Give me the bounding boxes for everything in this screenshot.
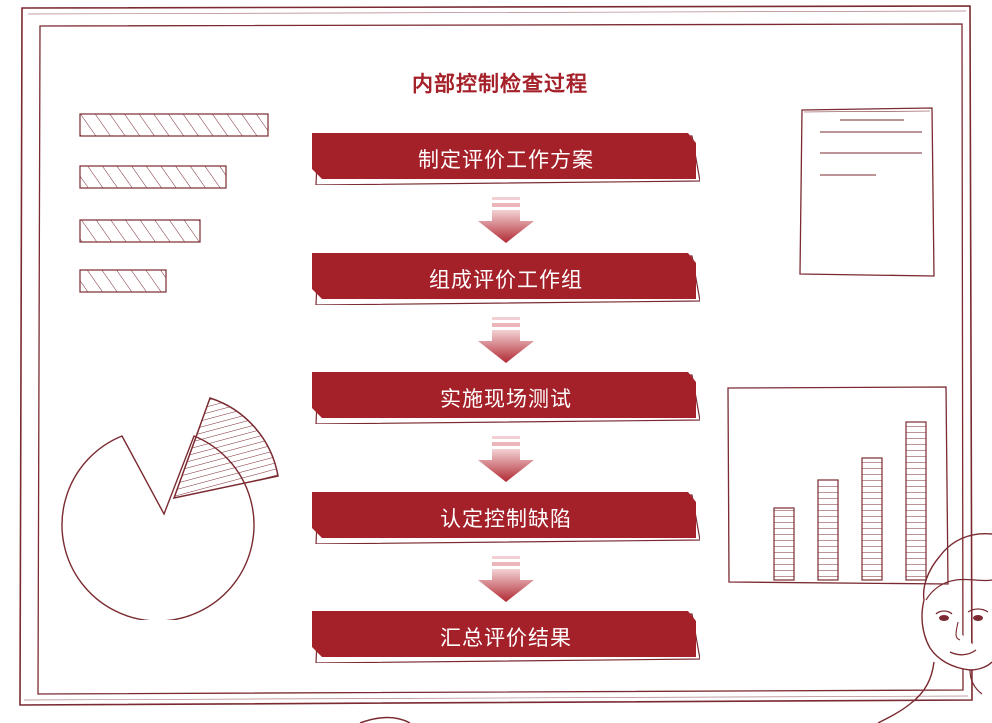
document-sketch-icon (799, 107, 935, 277)
column-chart-sketch-icon (727, 386, 949, 585)
down-arrow-icon (472, 554, 540, 602)
flow-step-2: 组成评价工作组 (312, 253, 700, 305)
flow-step-label: 认定控制缺陷 (440, 507, 572, 531)
step-box-shape (312, 492, 700, 544)
flow-step-label: 组成评价工作组 (429, 268, 583, 292)
flow-step-label: 汇总评价结果 (440, 626, 572, 650)
flow-step-4: 认定控制缺陷 (312, 492, 700, 544)
flow-step-label: 实施现场测试 (440, 387, 572, 411)
flow-step-label: 制定评价工作方案 (418, 148, 594, 172)
flow-step-3: 实施现场测试 (312, 372, 700, 424)
step-box-shape (312, 253, 700, 305)
down-arrow-icon (472, 195, 540, 243)
step-box-shape (312, 611, 700, 663)
step-box-shape (312, 133, 700, 185)
flow-step-5: 汇总评价结果 (312, 611, 700, 663)
down-arrow-icon (472, 434, 540, 482)
step-box-shape (312, 372, 700, 424)
diagram-title: 内部控制检查过程 (412, 72, 588, 96)
down-arrow-icon (472, 315, 540, 363)
flow-step-1: 制定评价工作方案 (312, 133, 700, 185)
person-sketch-icon (877, 533, 992, 723)
bar-chart-sketch-icon (79, 113, 269, 293)
pie-chart-sketch-icon (61, 397, 279, 620)
